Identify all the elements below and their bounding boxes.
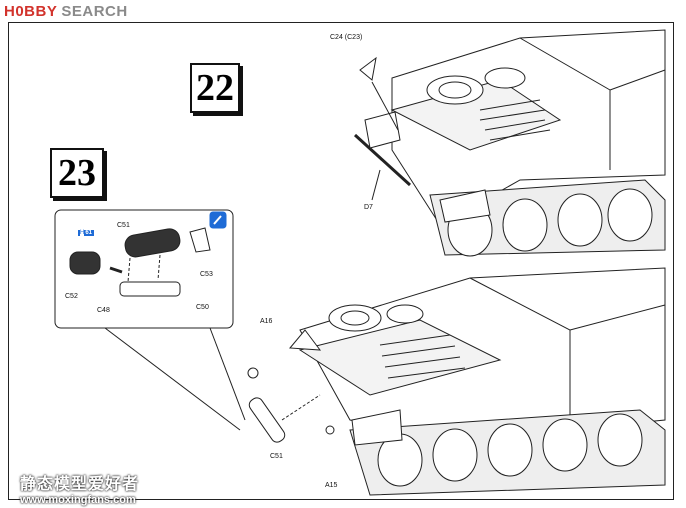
label-d7: D7 [364,204,373,211]
step-22-number: 22 [190,63,240,113]
part-hint-badge: H61 [78,230,95,236]
label-c51-main: C51 [270,453,283,460]
label-a16: A16 [260,318,273,325]
label-c53: C53 [200,271,213,278]
label-c50: C50 [196,304,209,311]
label-a15: A15 [325,482,338,489]
detail-box [54,209,246,431]
step-23-number: 23 [50,148,104,198]
watermark-chinese: 静态模型爱好者 [20,476,140,493]
label-c24: C24 (C23) [330,34,363,41]
watermark-url: www.moxingfans.com [20,494,136,506]
watermark-search-part: SEARCH [61,3,128,20]
hint-prefix: H [80,230,85,236]
label-c51-detail: C51 [117,222,130,229]
hull-upper [353,29,666,257]
moxingfans-watermark: 静态模型爱好者 www.moxingfans.com [20,470,139,506]
watermark-brand-part: H0BBY [4,3,58,20]
hint-text: 61 [85,230,93,236]
hull-lower [247,267,666,496]
page-border [8,22,674,500]
label-c48: C48 [97,307,110,314]
label-c52: C52 [65,293,78,300]
